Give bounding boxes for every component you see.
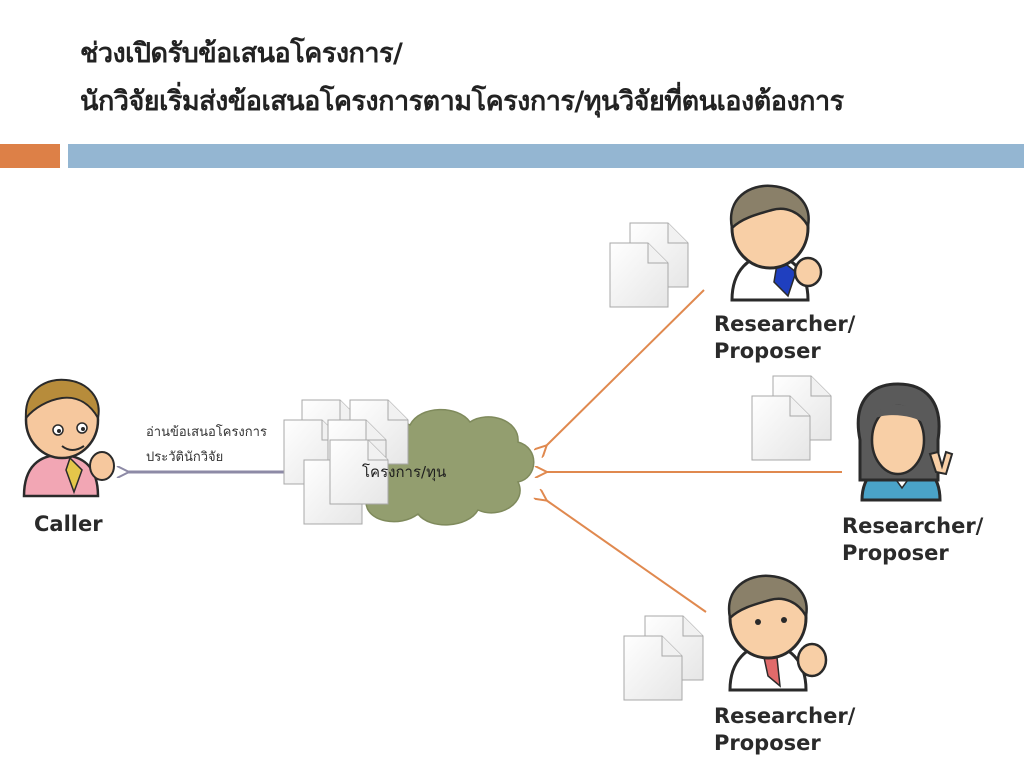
researcher-3-person-icon	[727, 574, 828, 692]
researcher-2-label: Researcher/ Proposer	[842, 513, 983, 567]
document-pair-3	[623, 615, 704, 701]
researcher-3-label: Researcher/ Proposer	[714, 703, 855, 757]
arrow-researcher-3	[546, 500, 707, 613]
title-line-2: นักวิจัยเริ่มส่งข้อเสนอโครงการตามโครงการ…	[80, 86, 844, 117]
researcher-1-line-2: Proposer	[714, 339, 821, 363]
accent-bar-orange	[0, 144, 60, 168]
accent-bar-blue	[68, 144, 1024, 168]
researcher-3-line-2: Proposer	[714, 731, 821, 755]
arrow-text-line-1: อ่านข้อเสนอโครงการ	[146, 425, 267, 440]
document-pair-2	[751, 375, 832, 461]
researcher-1-person-icon	[729, 184, 823, 302]
researcher-1-line-1: Researcher/	[714, 312, 856, 336]
cloud-label: โครงการ/ทุน	[362, 463, 447, 481]
arrow-researcher-1	[546, 289, 705, 446]
title-line-1: ช่วงเปิดรับข้อเสนอโครงการ/	[80, 38, 403, 69]
researcher-1-label: Researcher/ Proposer	[714, 311, 855, 365]
arrow-text-line-2: ประวัตินักวิจัย	[146, 450, 224, 465]
researcher-3-line-1: Researcher/	[714, 704, 856, 728]
slide-title: ช่วงเปิดรับข้อเสนอโครงการ/ นักวิจัยเริ่ม…	[80, 30, 844, 126]
researcher-2-line-2: Proposer	[842, 541, 949, 565]
document-pair-1	[609, 222, 689, 308]
researcher-2-person-icon	[856, 382, 954, 502]
researcher-2-line-1: Researcher/	[842, 514, 984, 538]
caller-person-icon	[22, 378, 115, 498]
caller-label: Caller	[34, 512, 103, 536]
